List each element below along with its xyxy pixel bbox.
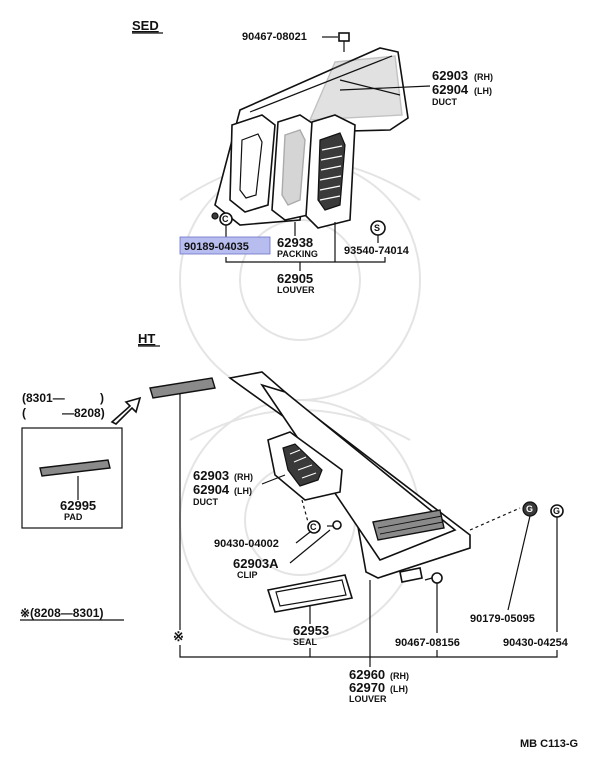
label-62938: 62938 [277, 235, 313, 250]
label-62904-sed-suffix: (LH) [474, 86, 492, 96]
label-90467-08021: 90467-08021 [242, 31, 307, 43]
label-louver-sed: LOUVER [277, 285, 315, 295]
label-pad: PAD [64, 512, 83, 522]
label-date-to: —8208) [62, 406, 105, 420]
section-ht-title: HT [138, 331, 155, 346]
label-date-to-open: ( [22, 406, 26, 420]
label-62903-sed-suffix: (RH) [474, 72, 493, 82]
label-62904-ht: 62904 [193, 482, 230, 497]
label-duct-sed: DUCT [432, 97, 457, 107]
label-date-from-close: ) [100, 391, 104, 405]
label-packing: PACKING [277, 249, 318, 259]
marker-c-ht: C [307, 520, 342, 534]
svg-text:S: S [374, 223, 380, 233]
sed-frame [229, 114, 276, 213]
marker-star: ※ [173, 629, 184, 644]
ht-pad-strip [149, 377, 216, 399]
pad-box [21, 427, 123, 529]
ht-louver [228, 371, 471, 583]
section-sed-title: SED [132, 18, 159, 33]
marker-g-dark: G [522, 501, 538, 517]
pad-part [39, 459, 111, 477]
ht-seal [266, 574, 354, 613]
svg-text:G: G [526, 504, 533, 514]
label-90430-04254: 90430-04254 [503, 637, 569, 649]
arrow-icon [110, 396, 142, 425]
svg-text:G: G [553, 506, 560, 516]
svg-text:C: C [222, 214, 229, 224]
label-62903-ht: 62903 [193, 468, 229, 483]
label-62970: 62970 [349, 680, 385, 695]
label-62953: 62953 [293, 623, 329, 638]
sed-packing [271, 114, 316, 221]
label-93540-74014: 93540-74014 [344, 245, 410, 257]
marker-g: G [550, 504, 564, 518]
bolt-90467-08021 [338, 32, 350, 52]
label-62905: 62905 [277, 271, 313, 286]
bolt-90467-08156 [424, 572, 443, 584]
label-62903A: 62903A [233, 556, 279, 571]
label-90189-04035[interactable]: 90189-04035 [184, 241, 249, 253]
label-note-range: ※(8208—8301) [20, 606, 103, 620]
label-90430-04002: 90430-04002 [214, 538, 279, 550]
label-90179-05095: 90179-05095 [470, 613, 535, 625]
label-90467-08156: 90467-08156 [395, 637, 460, 649]
label-62960-suffix: (RH) [390, 671, 409, 681]
label-62970-suffix: (LH) [390, 684, 408, 694]
label-duct-ht: DUCT [193, 497, 218, 507]
sed-louver [305, 114, 356, 229]
label-62904-sed: 62904 [432, 82, 469, 97]
marker-c-sed: C [211, 212, 233, 226]
label-62995: 62995 [60, 498, 96, 513]
highlight-90189-04035 [179, 236, 271, 255]
svg-text:C: C [310, 522, 317, 532]
figure-code: MB C113-G [520, 738, 578, 750]
marker-s: S [370, 220, 386, 236]
ht-duct [267, 431, 343, 501]
label-clip: CLIP [237, 570, 258, 580]
label-62903-ht-suffix: (RH) [234, 472, 253, 482]
label-louver-ht: LOUVER [349, 694, 387, 704]
label-seal: SEAL [293, 637, 318, 647]
label-date-from: (8301— [22, 391, 65, 405]
label-62904-ht-suffix: (LH) [234, 486, 252, 496]
label-62903-sed: 62903 [432, 68, 468, 83]
label-62960: 62960 [349, 667, 385, 682]
